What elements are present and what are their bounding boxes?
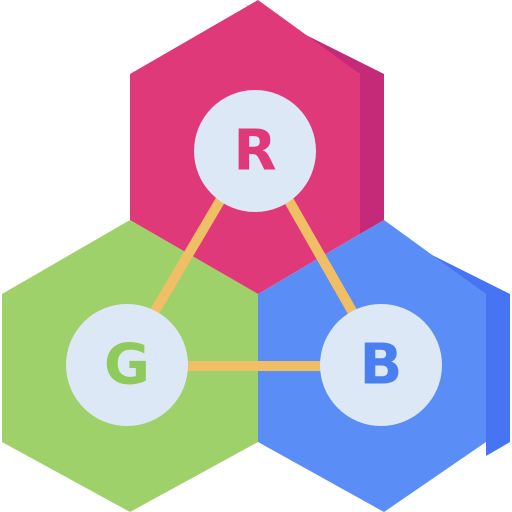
node-green-circle [66, 304, 188, 426]
node-blue-circle [320, 304, 442, 426]
node-green-letter: G [104, 333, 150, 398]
node-blue-letter: B [360, 333, 403, 398]
node-red-letter: R [233, 119, 276, 184]
node-green: G [66, 304, 188, 426]
node-red-circle [194, 90, 316, 212]
red-hexagon-side [244, 4, 384, 234]
blue-hexagon-side [362, 220, 510, 456]
node-blue: B [320, 304, 442, 426]
node-red: R [194, 90, 316, 212]
